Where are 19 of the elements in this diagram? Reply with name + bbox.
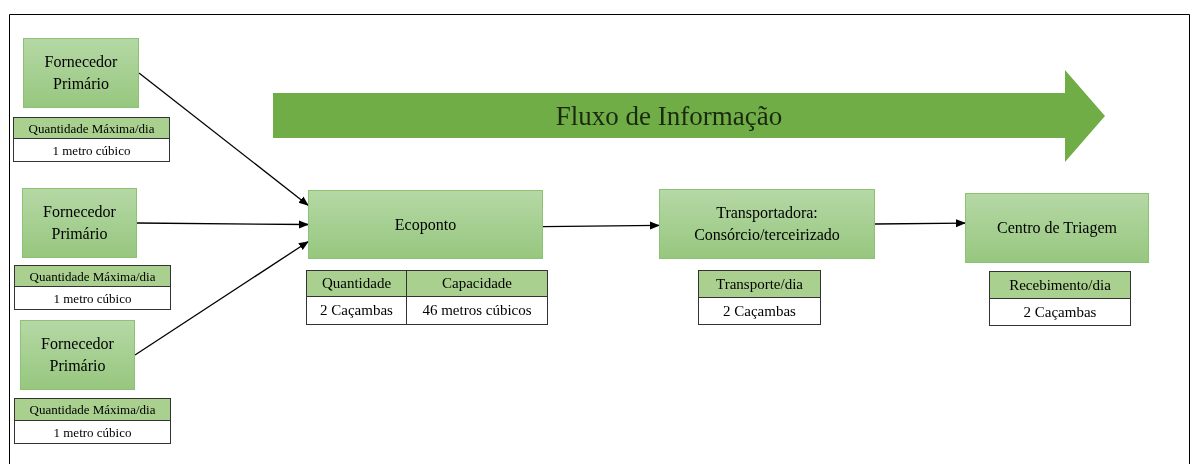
arrow <box>138 72 309 206</box>
arrow <box>134 241 309 356</box>
table-header-cell: Transporte/dia <box>699 271 820 298</box>
process-box: Fornecedor Primário <box>23 38 139 108</box>
arrow-label: Fluxo de Informação <box>555 100 783 131</box>
arrow <box>874 219 966 228</box>
arrow <box>542 221 660 230</box>
table-header-cell: Quantidade Máxima/dia <box>14 118 169 139</box>
arrow <box>136 220 309 229</box>
table-header-cell: Recebimento/dia <box>990 272 1130 299</box>
table-header-cell: Quantidade Máxima/dia <box>15 399 170 421</box>
table-header-cell: Capacidade <box>406 271 547 297</box>
table-header-cell: Quantidade Máxima/dia <box>15 266 170 287</box>
process-box: Ecoponto <box>308 190 543 259</box>
process-box: Fornecedor Primário <box>22 188 137 258</box>
process-box: Transportadora: Consórcio/terceirizado <box>659 189 875 259</box>
process-box: Fornecedor Primário <box>20 320 135 390</box>
process-box: Centro de Triagem <box>965 193 1149 263</box>
table-header-cell: Quantidade <box>307 271 406 297</box>
